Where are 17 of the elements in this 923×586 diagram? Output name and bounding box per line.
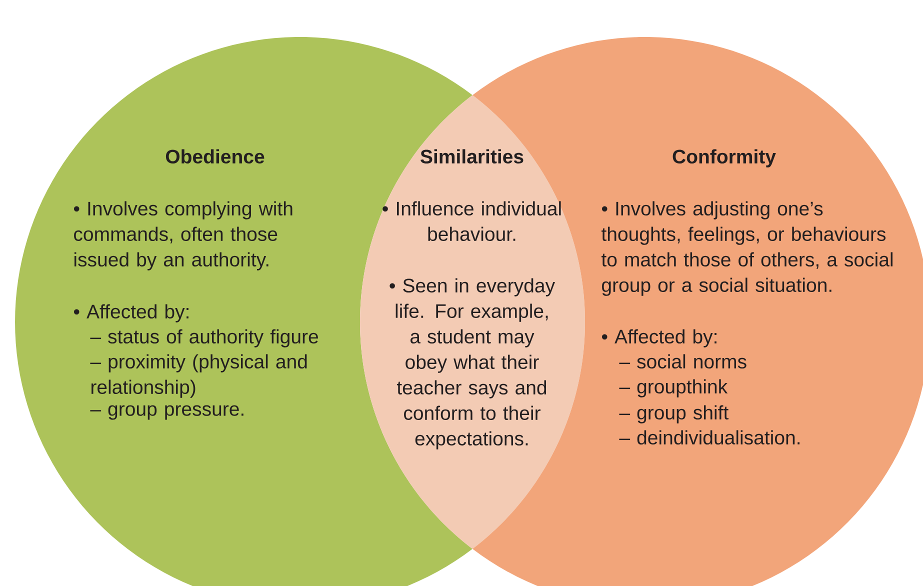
bullet-text: • Influence individual behaviour. xyxy=(382,201,561,242)
bullet-text: – group pressure. xyxy=(90,405,244,420)
bullet-text: • Affected by: xyxy=(602,329,716,348)
bullet-text: – status of authority figure xyxy=(90,329,318,348)
bullet-text: – social norms xyxy=(619,354,746,369)
bullet-text: – deindividualisation. xyxy=(619,430,800,445)
heading: Similarities xyxy=(420,149,524,164)
bullet-text: • Affected by: xyxy=(74,304,188,322)
bullet-text: • Seen in everyday life. For example, a student may obey what their teacher says and conform to their expectations. xyxy=(390,278,555,450)
bullet-text: – group shift xyxy=(619,405,728,424)
heading: Obedience xyxy=(166,149,264,164)
bullet-text: – groupthink xyxy=(619,379,728,398)
bullet-text: – proximity (physical and relationship) xyxy=(90,354,307,398)
bullet-text: • Involves adjusting one’s thoughts, feelings, or behaviours to match those of others, a social group or a social situation. xyxy=(602,201,892,296)
overlap-region xyxy=(360,95,585,549)
bullet-text: • Involves complying with commands, often those issued by an authority. xyxy=(74,201,292,270)
heading: Conformity xyxy=(672,149,776,168)
